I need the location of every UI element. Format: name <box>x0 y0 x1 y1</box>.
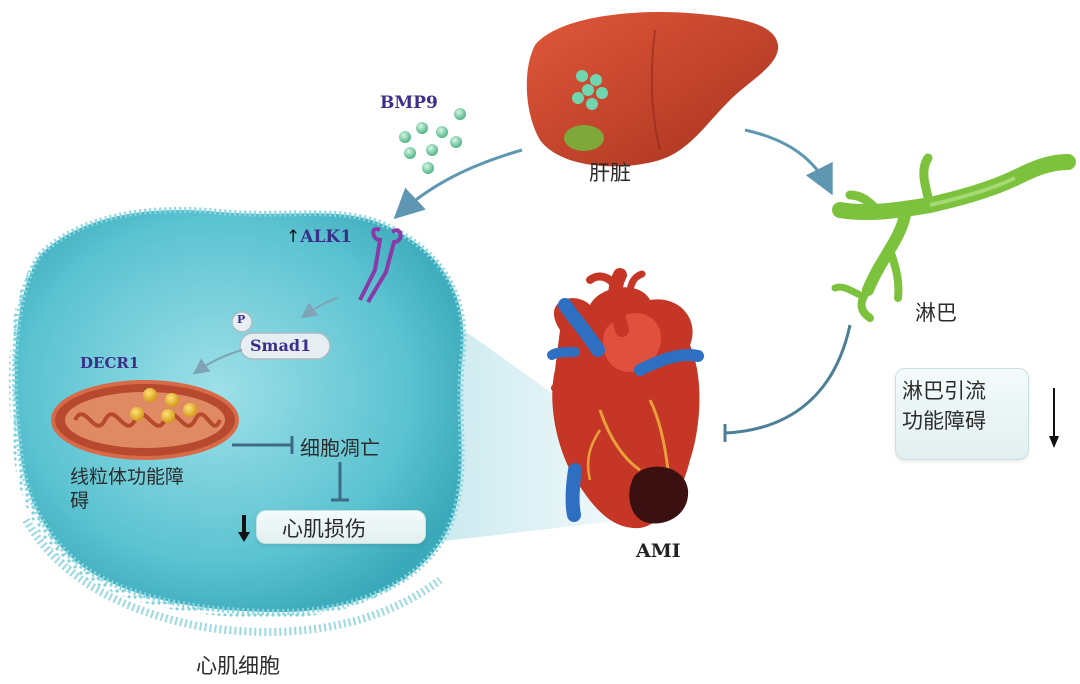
arrow-smad1-to-decr1 <box>192 349 243 375</box>
lymph-vessel-illustration <box>831 153 1076 322</box>
up-arrow-icon: ↑ <box>286 227 301 247</box>
cardiomyocyte-label: 心肌细胞 <box>196 654 280 678</box>
heart-illustration <box>547 268 704 529</box>
inhibit-lymph-to-heart <box>724 324 852 435</box>
decr1-label: DECR1 <box>80 354 140 372</box>
liver-illustration <box>526 12 779 167</box>
down-arrow-lymph-drainage <box>1049 388 1059 448</box>
arrow-liver-to-lymph <box>744 128 833 196</box>
mito-dysfunction-label: 线粒体功能障 碍 <box>70 466 185 512</box>
arrow-alk1-to-smad1 <box>300 297 339 319</box>
bmp9-molecules <box>399 108 466 174</box>
smad1-pill <box>231 311 331 360</box>
alk1-label: ↑ALK1 <box>286 227 352 247</box>
lymph-label: 淋巴 <box>915 301 957 325</box>
bmp9-label: BMP9 <box>380 93 438 113</box>
ami-label: AMI <box>636 540 681 562</box>
down-arrow-injury <box>238 515 250 542</box>
apoptosis-label: 细胞凋亡 <box>300 436 380 460</box>
lymph-drainage-label: 淋巴引流 功能障碍 <box>902 379 986 433</box>
lymph-drainage-box <box>895 368 1029 460</box>
phospho-label: P <box>237 313 246 326</box>
arrow-liver-to-alk1 <box>393 148 523 220</box>
injury-label: 心肌损伤 <box>282 517 366 541</box>
liver-label: 肝脏 <box>589 161 631 185</box>
mitochondrion-illustration <box>51 380 239 460</box>
injury-box <box>256 510 426 544</box>
liver-green-dots <box>572 70 608 110</box>
smad1-label: Smad1 <box>250 336 312 355</box>
receptor-icon <box>358 227 403 304</box>
